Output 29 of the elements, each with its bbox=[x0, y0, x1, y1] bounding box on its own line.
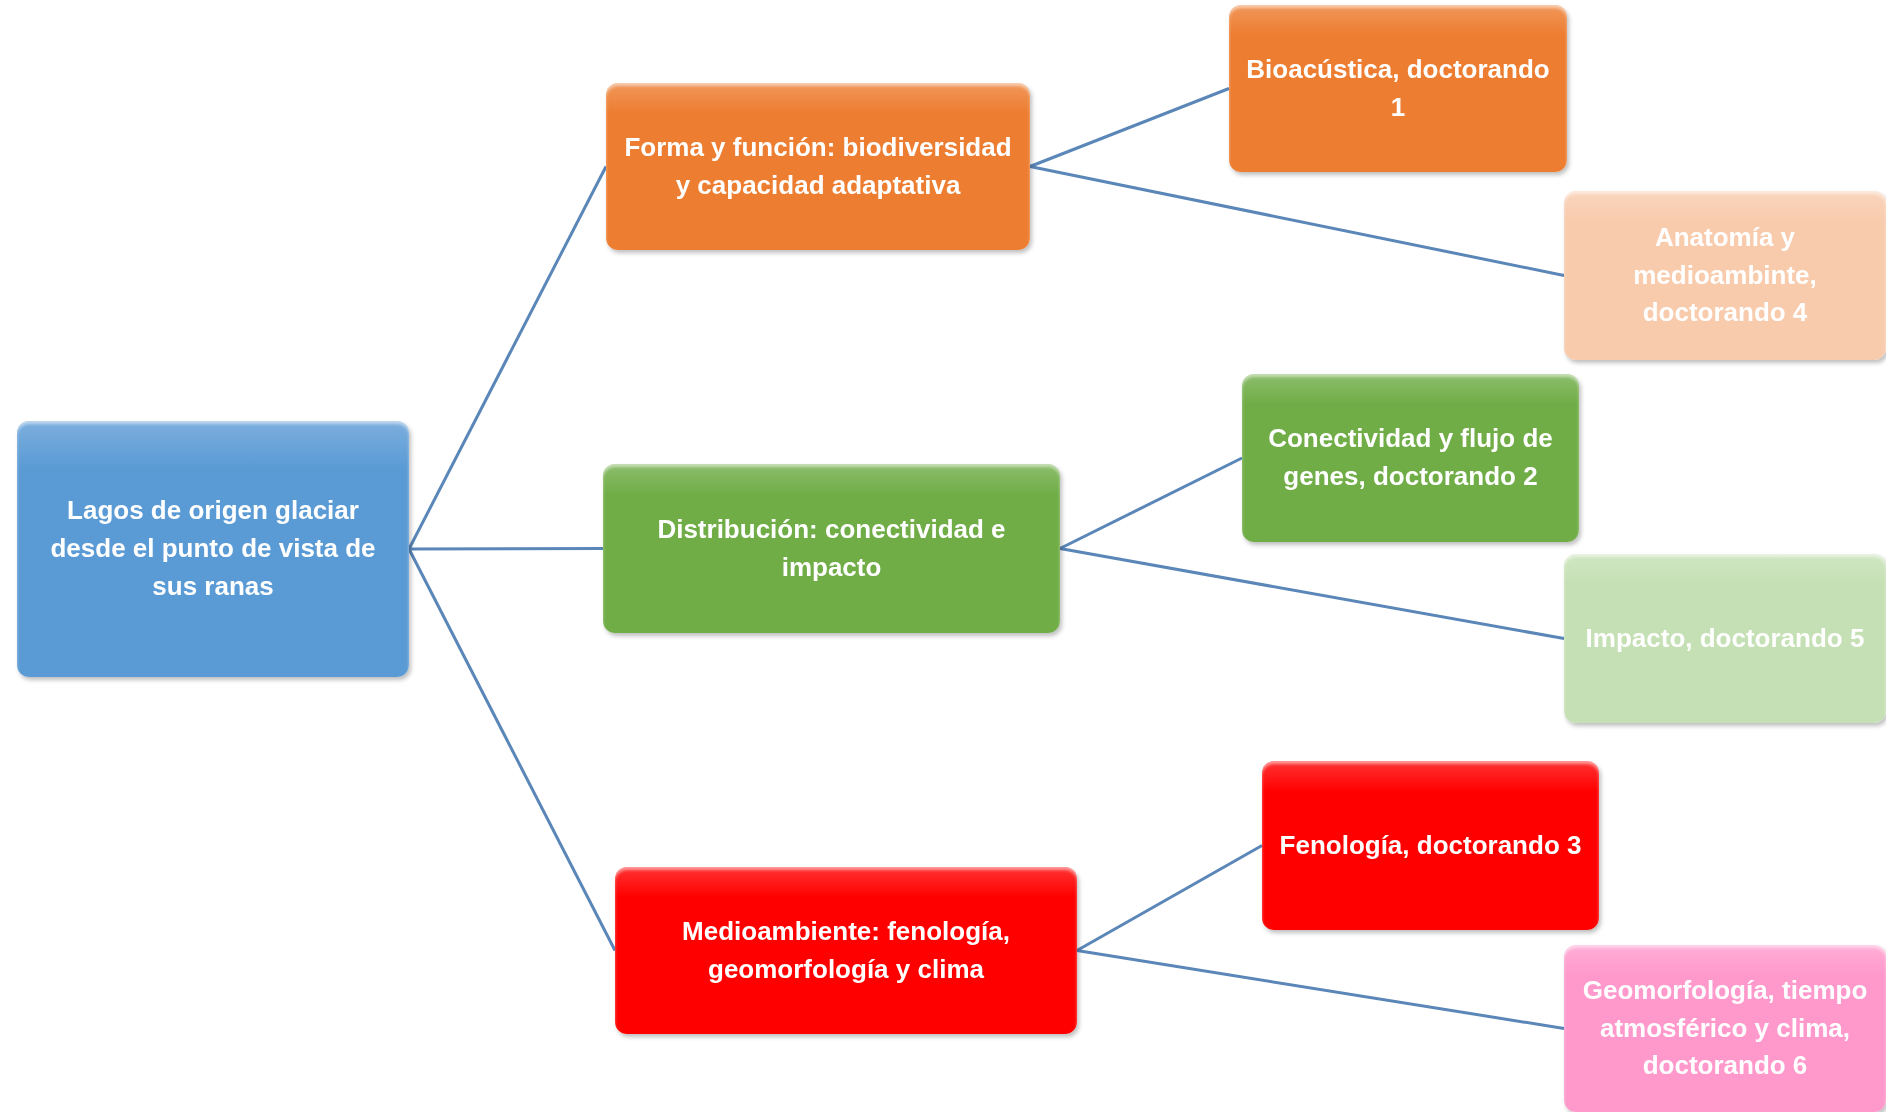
topic-text: Lagos de origen glaciar desde el punto de vista de sus ranas bbox=[49, 494, 377, 603]
topic-box bbox=[1564, 191, 1886, 360]
topic-text: Anatomía y medioambinte, doctorando 4 bbox=[1632, 220, 1818, 330]
topic-text: Distribución: conectividad e impacto bbox=[656, 512, 1007, 584]
topic-text: Medioambiente: fenología, geomorfología y clima bbox=[681, 914, 1011, 986]
topic-box bbox=[1242, 374, 1579, 542]
topic-text: Bioacústica, doctorando 1 bbox=[1245, 52, 1551, 124]
topic-text: Conectividad y flujo de genes, doctorando 2 bbox=[1267, 422, 1554, 493]
topic-box bbox=[17, 421, 409, 677]
topic-text: Geomorfología, tiempo atmosférico y clima, doctorando 6 bbox=[1581, 973, 1869, 1083]
connector-line bbox=[1029, 87, 1230, 168]
topic-box bbox=[603, 464, 1060, 633]
topic-box bbox=[1262, 761, 1599, 930]
connector-line bbox=[1076, 949, 1565, 1030]
connector-line bbox=[407, 548, 617, 952]
topic-box bbox=[1229, 5, 1567, 172]
topic-text: Fenología, doctorando 3 bbox=[1279, 828, 1582, 862]
connector-line bbox=[1029, 165, 1565, 277]
topic-box bbox=[1564, 945, 1886, 1112]
topic-box bbox=[615, 867, 1077, 1034]
connector-line bbox=[407, 165, 608, 550]
topic-box bbox=[1564, 554, 1886, 723]
topic-text: Forma y función: biodiversidad y capacidad adaptativa bbox=[623, 130, 1013, 202]
topic-text: Impacto, doctorando 5 bbox=[1585, 621, 1865, 655]
connector-line bbox=[1059, 456, 1243, 550]
connector-line bbox=[1076, 844, 1263, 952]
connector-line bbox=[1059, 547, 1565, 640]
connector-line bbox=[409, 547, 603, 551]
topic-box bbox=[606, 83, 1030, 250]
